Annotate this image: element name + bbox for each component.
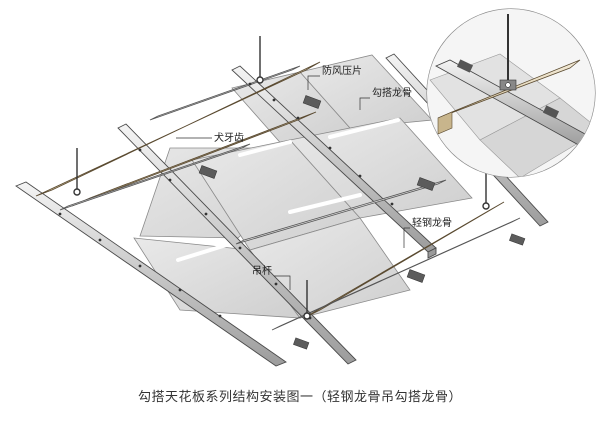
hanger-rod-3	[482, 170, 490, 210]
steel-keel-low	[303, 201, 505, 319]
hanger-rods	[73, 36, 490, 320]
label-light-steel-keel: 轻钢龙骨	[412, 216, 452, 229]
hook-keel-c	[15, 181, 287, 367]
callouts	[176, 75, 410, 290]
detail-magnifier	[426, 8, 596, 178]
ceiling-panels	[133, 54, 473, 319]
secondary-rails	[59, 65, 521, 331]
steel-keel-top	[35, 61, 321, 197]
label-hanger-rod: 吊杆	[252, 265, 272, 277]
light-steel-keels	[35, 61, 505, 319]
label-wind-clip: 防风压片	[322, 64, 362, 77]
keel-clips	[198, 95, 526, 350]
label-hook-keel: 勾搭龙骨	[372, 86, 412, 99]
hanger-rod-2	[73, 148, 81, 196]
diagram-caption: 勾搭天花板系列结构安装图一（轻钢龙骨吊勾搭龙骨）	[137, 390, 462, 405]
panel-mid-right	[289, 117, 473, 219]
panel-seams	[176, 118, 400, 262]
hanger-rod-1	[256, 36, 264, 84]
hanger-rod-4	[303, 280, 311, 320]
label-dog-tooth: 犬牙齿	[214, 131, 244, 144]
